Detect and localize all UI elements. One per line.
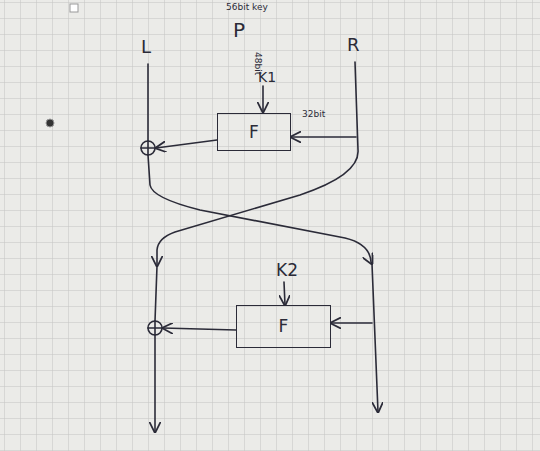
signal-label: 32bit bbox=[302, 110, 325, 119]
f-input-wire bbox=[291, 136, 356, 138]
signal-label: R bbox=[347, 36, 360, 54]
key-wire bbox=[284, 282, 285, 305]
feistel-wires bbox=[141, 62, 378, 432]
signal-label: K2 bbox=[276, 262, 298, 279]
output-wire bbox=[154, 335, 156, 432]
signal-label: P bbox=[233, 20, 245, 40]
xor-cross bbox=[148, 321, 162, 335]
xor-symbol bbox=[148, 321, 162, 335]
function-box: F bbox=[217, 113, 291, 151]
signal-label: K1 bbox=[258, 70, 276, 84]
f-output-wire bbox=[163, 328, 236, 330]
f-output-wire bbox=[156, 140, 217, 148]
left-wire bbox=[155, 266, 157, 321]
left-wire bbox=[147, 64, 149, 141]
xor-symbol bbox=[141, 141, 155, 155]
right-wire bbox=[372, 264, 378, 412]
signal-label: L bbox=[141, 38, 151, 56]
function-label: F bbox=[249, 124, 259, 141]
xor-cross bbox=[141, 141, 155, 155]
function-box: F bbox=[236, 305, 331, 348]
signal-label: 56bit key bbox=[226, 3, 268, 12]
f-input-wire bbox=[331, 322, 372, 324]
function-label: F bbox=[279, 318, 289, 335]
cross-wire bbox=[148, 155, 372, 264]
key-wire bbox=[262, 86, 264, 112]
binding-holes bbox=[46, 4, 78, 127]
